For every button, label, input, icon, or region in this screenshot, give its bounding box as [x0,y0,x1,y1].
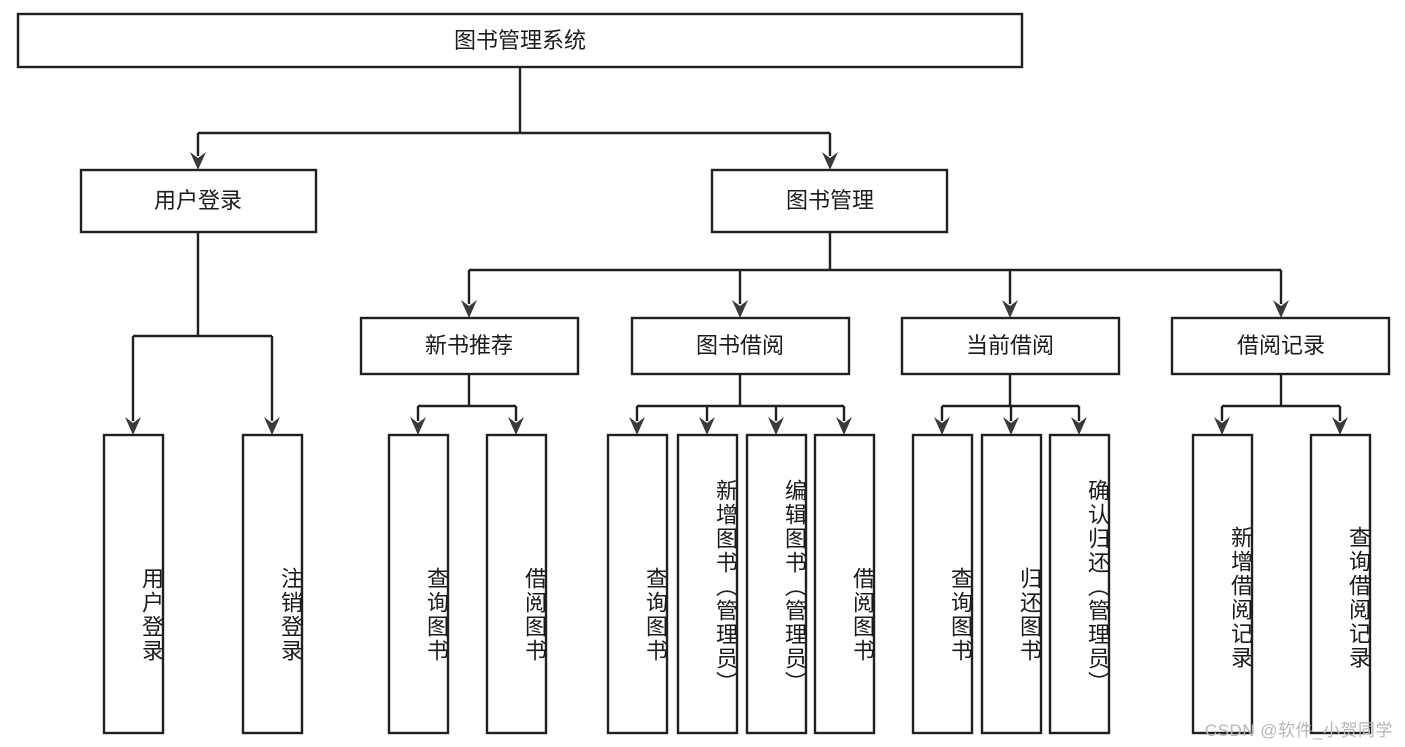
leaf-box-add-book-admin[interactable] [676,433,739,735]
arrow-current-leaf-2 [1003,417,1019,435]
node-borrow-record-label: 借阅记录 [1237,333,1325,358]
leaf-box-user-login[interactable] [102,433,165,735]
arrow-to-book-mgmt [822,152,838,170]
arrow-new-book-leaf-2 [508,417,524,435]
arrow-record-leaf-2 [1332,417,1348,435]
node-user-login-box[interactable] [79,168,318,234]
leaf-box-return-book[interactable] [980,433,1043,735]
node-new-book-recommend-label: 新书推荐 [425,333,513,358]
arrow-borrow-leaf-1 [629,417,645,435]
arrow-borrow-leaf-4 [836,417,852,435]
node-book-management-label: 图书管理 [786,188,874,213]
arrow-to-current-borrow [1002,300,1018,318]
leaf-box-query-book-rec[interactable] [387,433,450,735]
leaf-box-add-borrow-record[interactable] [1191,433,1254,735]
node-root-box[interactable] [16,12,1024,69]
leaf-box-logout[interactable] [241,433,304,735]
arrow-user-login-leaf-1 [125,417,141,435]
node-current-borrow-label: 当前借阅 [966,333,1054,358]
arrow-new-book-leaf-1 [410,417,426,435]
arrow-to-borrow-record [1273,300,1289,318]
node-current-borrow-box[interactable] [900,316,1121,376]
leaf-box-query-book-borrow[interactable] [606,433,669,735]
arrow-user-login-leaf-2 [264,417,280,435]
node-book-borrow-box[interactable] [630,316,851,376]
arrow-borrow-leaf-3 [768,417,784,435]
leaf-box-borrow-book[interactable] [813,433,876,735]
arrow-to-user-login [190,152,206,170]
watermark-text: CSDN @软件_小贺同学 [1204,721,1393,740]
arrow-current-leaf-3 [1071,417,1087,435]
arrow-borrow-leaf-2 [699,417,715,435]
node-user-login-label: 用户登录 [154,188,242,213]
node-root-label: 图书管理系统 [454,28,586,53]
node-borrow-record-box[interactable] [1170,316,1391,376]
leaf-box-query-borrow-record[interactable] [1309,433,1372,735]
arrow-record-leaf-1 [1214,417,1230,435]
node-book-management-box[interactable] [710,168,949,234]
leaf-box-confirm-return-admin[interactable] [1048,433,1111,735]
arrow-current-leaf-1 [934,417,950,435]
leaf-box-borrow-book-rec[interactable] [485,433,548,735]
node-group: 图书管理系统 用户登录 图书管理 新书推荐 图书借阅 当前借阅 借阅记录 [16,12,1391,735]
arrow-to-borrow [732,300,748,318]
node-book-borrow-label: 图书借阅 [696,333,784,358]
edge-group [125,67,1348,435]
arrow-to-new-book [461,300,477,318]
leaf-box-edit-book-admin[interactable] [745,433,808,735]
node-new-book-recommend-box[interactable] [359,316,580,376]
leaf-box-query-book-current[interactable] [911,433,974,735]
